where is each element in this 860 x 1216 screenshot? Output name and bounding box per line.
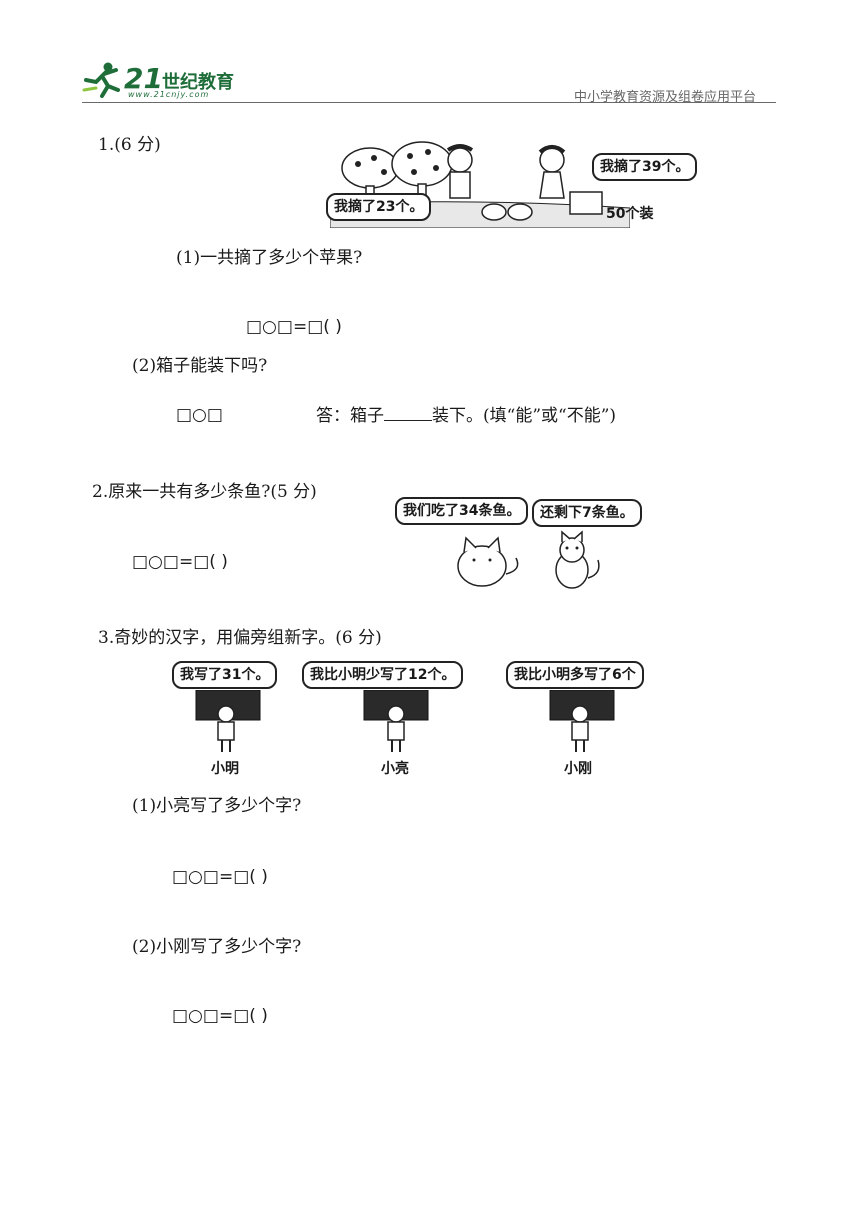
q1-boy-speech-bubble: 我摘了23个。 <box>326 193 432 221</box>
q3-sub2-equation[interactable]: □○□=□( ) <box>172 1006 268 1026</box>
q1-answer-line: 答：箱子 装下。(填“能”或“不能”) <box>316 404 616 427</box>
platform-name: 中小学教育资源及组卷应用平台 <box>574 90 757 105</box>
q1-sub2-question: (2)箱子能装下吗? <box>132 356 268 376</box>
q3-name-xiaoming: 小明 <box>211 761 239 777</box>
q3-xiaoming-speech-bubble: 我写了31个。 <box>172 661 278 689</box>
q1-answer-prefix: 答：箱子 <box>316 406 384 426</box>
q3-name-xiaoliang: 小亮 <box>381 761 409 777</box>
header-divider <box>82 102 776 103</box>
q1-sub1-question: (1)一共摘了多少个苹果? <box>176 248 363 268</box>
logo-text: 世纪教育 <box>162 72 234 93</box>
logo-number: 21 <box>124 62 163 95</box>
q1-box-label: 50个装 <box>606 206 654 222</box>
q1-girl-speech-bubble: 我摘了39个。 <box>592 153 698 181</box>
q1-answer-blank[interactable] <box>384 404 432 421</box>
q3-sub2-question: (2)小刚写了多少个字? <box>132 937 302 957</box>
blackboards-picture <box>195 690 615 752</box>
q3-name-xiaogang: 小刚 <box>564 761 592 777</box>
q3-title: 3.奇妙的汉字，用偏旁组新字。(6 分) <box>98 628 382 648</box>
q1-sub2-equation[interactable]: □○□ <box>176 405 223 425</box>
q2-title: 2.原来一共有多少条鱼?(5 分) <box>92 482 317 502</box>
apple-trees-picture <box>330 141 630 228</box>
cats-picture <box>457 530 600 589</box>
runner-logo-icon <box>82 62 120 98</box>
q2-equation[interactable]: □○□=□( ) <box>132 552 228 572</box>
q1-title: 1.(6 分) <box>98 135 161 155</box>
q3-xiaoliang-speech-bubble: 我比小明少写了12个。 <box>302 661 464 689</box>
logo-url: www.21cnjy.com <box>128 90 210 99</box>
q3-sub1-question: (1)小亮写了多少个字? <box>132 796 302 816</box>
q3-sub1-equation[interactable]: □○□=□( ) <box>172 867 268 887</box>
q1-sub1-equation[interactable]: □○□=□( ) <box>246 317 342 337</box>
q1-answer-suffix: 装下。(填“能”或“不能”) <box>432 406 617 426</box>
q2-right-speech-bubble: 还剩下7条鱼。 <box>532 499 642 527</box>
q2-left-speech-bubble: 我们吃了34条鱼。 <box>395 497 529 525</box>
q3-xiaogang-speech-bubble: 我比小明多写了6个 <box>506 661 644 689</box>
